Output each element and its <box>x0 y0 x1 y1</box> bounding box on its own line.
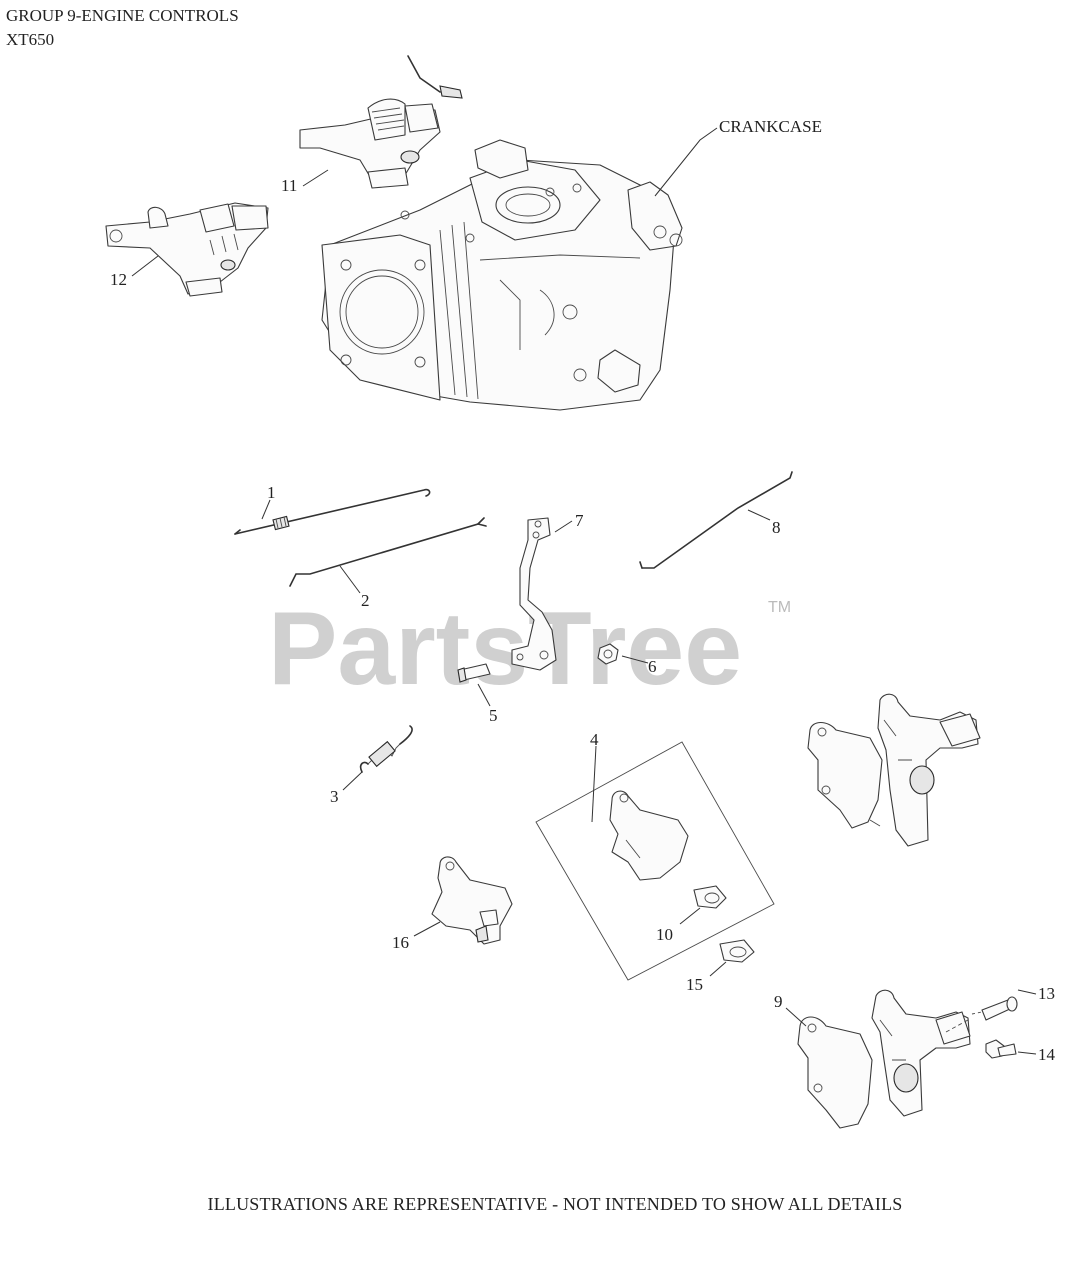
group-title: GROUP 9-ENGINE CONTROLS <box>6 6 239 25</box>
callout-6: 6 <box>648 657 657 676</box>
part-9-control-assembly[interactable] <box>797 989 971 1129</box>
callout-2: 2 <box>361 591 370 610</box>
part-3-spring[interactable] <box>359 725 413 773</box>
part-1-governor-rod[interactable] <box>234 488 431 535</box>
control-assembly-upper[interactable] <box>807 693 981 847</box>
callout-14: 14 <box>1038 1045 1056 1064</box>
watermark-brand: PartsTree <box>268 591 742 707</box>
watermark-trademark: TM <box>768 599 791 616</box>
part-2-throttle-rod[interactable] <box>289 517 487 587</box>
callout-13: 13 <box>1038 984 1055 1003</box>
callout-5: 5 <box>489 706 498 725</box>
part-6-nut[interactable] <box>597 643 619 665</box>
callout-12: 12 <box>110 270 127 289</box>
callout-10: 10 <box>656 925 673 944</box>
part-14-bolt[interactable] <box>985 1039 1017 1059</box>
callout-3: 3 <box>330 787 339 806</box>
label-crankcase: CRANKCASE <box>719 117 822 136</box>
part-7-governor-lever[interactable] <box>511 517 557 671</box>
callout-15: 15 <box>686 975 703 994</box>
part-13-bolt[interactable] <box>971 996 1018 1021</box>
part-4-kit-box[interactable] <box>535 741 775 981</box>
part-10-clip[interactable] <box>693 885 727 909</box>
callout-16: 16 <box>392 933 409 952</box>
part-8-choke-rod[interactable] <box>639 471 793 569</box>
disclaimer-footer: ILLUSTRATIONS ARE REPRESENTATIVE - NOT I… <box>207 1194 903 1214</box>
part-5-pin[interactable] <box>457 663 491 683</box>
model-number: XT650 <box>6 30 55 49</box>
callout-1: 1 <box>267 483 276 502</box>
callout-9: 9 <box>774 992 783 1011</box>
callout-8: 8 <box>772 518 781 537</box>
part-12-control-bracket[interactable] <box>105 202 269 297</box>
part-15-clip[interactable] <box>719 939 755 963</box>
crankcase-part[interactable] <box>321 139 683 411</box>
callout-4: 4 <box>590 730 599 749</box>
part-16-control-bracket[interactable] <box>431 856 513 945</box>
callout-7: 7 <box>575 511 584 530</box>
callout-11: 11 <box>281 176 297 195</box>
part-11-throttle-bracket[interactable] <box>299 55 463 189</box>
